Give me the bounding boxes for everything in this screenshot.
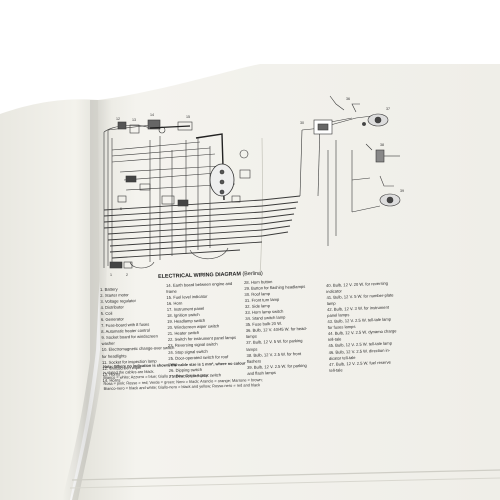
wiring-diagram-right	[261, 95, 401, 246]
svg-text:36: 36	[346, 97, 350, 101]
svg-text:15: 15	[186, 115, 190, 119]
diagram-subtitle: (Berlina)	[242, 270, 263, 278]
svg-text:38: 38	[380, 143, 384, 147]
svg-text:6: 6	[120, 207, 122, 211]
diagram-number-labels: 12 13 14 15 6 1 2 36 37 38 39 30	[110, 97, 404, 277]
svg-text:13: 13	[132, 118, 136, 122]
svg-text:30: 30	[300, 121, 304, 125]
svg-text:39: 39	[400, 189, 404, 193]
center-fold	[259, 137, 263, 277]
page-stack-edge	[71, 469, 500, 481]
svg-text:12: 12	[116, 117, 120, 121]
cable-colour-note: Note: Where no indication is shown, the …	[103, 360, 284, 392]
left-page	[0, 99, 108, 500]
svg-text:1: 1	[110, 273, 112, 277]
wiring-diagram	[103, 119, 263, 269]
svg-text:37: 37	[386, 107, 390, 111]
right-page	[72, 64, 500, 500]
gutter-shadow	[62, 100, 112, 500]
svg-text:14: 14	[150, 113, 154, 117]
svg-text:2: 2	[126, 273, 128, 277]
legend-column-4: 40. Bulb, 12 V. 20 W. for reversing indi…	[326, 280, 398, 373]
